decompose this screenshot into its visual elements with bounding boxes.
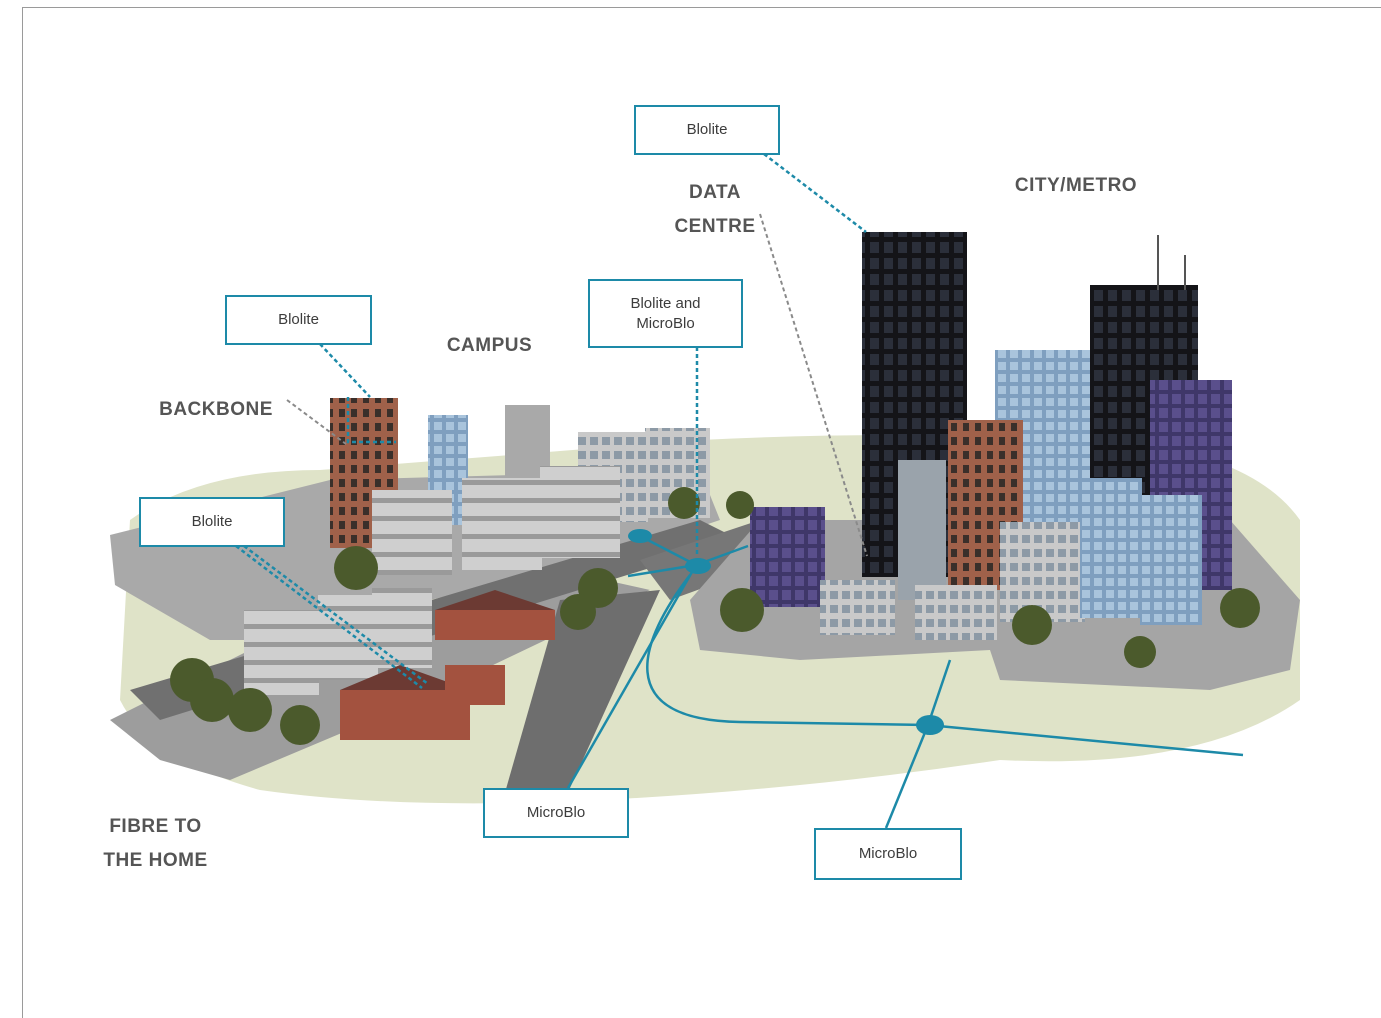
houses: [340, 590, 555, 740]
zone-ftth-line2: THE HOME: [103, 850, 208, 871]
junction-node-campus: [628, 529, 652, 543]
zone-data-centre: DATA CENTRE: [660, 176, 770, 244]
diagram-frame: [22, 7, 1381, 1018]
fibre-junctions: [628, 529, 944, 735]
zone-data-centre-line1: DATA: [689, 182, 741, 203]
junction-node-central: [685, 558, 711, 574]
callout-blolite-home: Blolite: [139, 497, 285, 547]
callout-blolite-and-microblo: Blolite and MicroBlo: [588, 279, 743, 348]
zone-campus: CAMPUS: [446, 335, 533, 356]
metro-buildings: [750, 232, 1232, 640]
fibre-network: [566, 534, 1244, 829]
callout-microblo-road: MicroBlo: [483, 788, 629, 838]
zone-city-metro: CITY/METRO: [1014, 175, 1138, 196]
zone-data-centre-line2: CENTRE: [674, 216, 756, 237]
zone-fibre-to-the-home: FIBRE TO THE HOME: [88, 810, 223, 878]
callout-microblo-metro: MicroBlo: [814, 828, 962, 880]
junction-node-metro: [916, 715, 944, 735]
callout-blolite-metro: Blolite: [634, 105, 780, 155]
zone-leaders: [286, 213, 868, 557]
callout-blolite-and-microblo-line1: Blolite and: [630, 294, 701, 312]
callout-blolite-campus: Blolite: [225, 295, 372, 345]
callout-leaders: [235, 153, 867, 689]
zone-ftth-line1: FIBRE TO: [109, 816, 202, 837]
trees: [170, 487, 1260, 745]
callout-blolite-and-microblo-line2: MicroBlo: [636, 314, 695, 332]
zone-backbone: BACKBONE: [159, 399, 273, 420]
